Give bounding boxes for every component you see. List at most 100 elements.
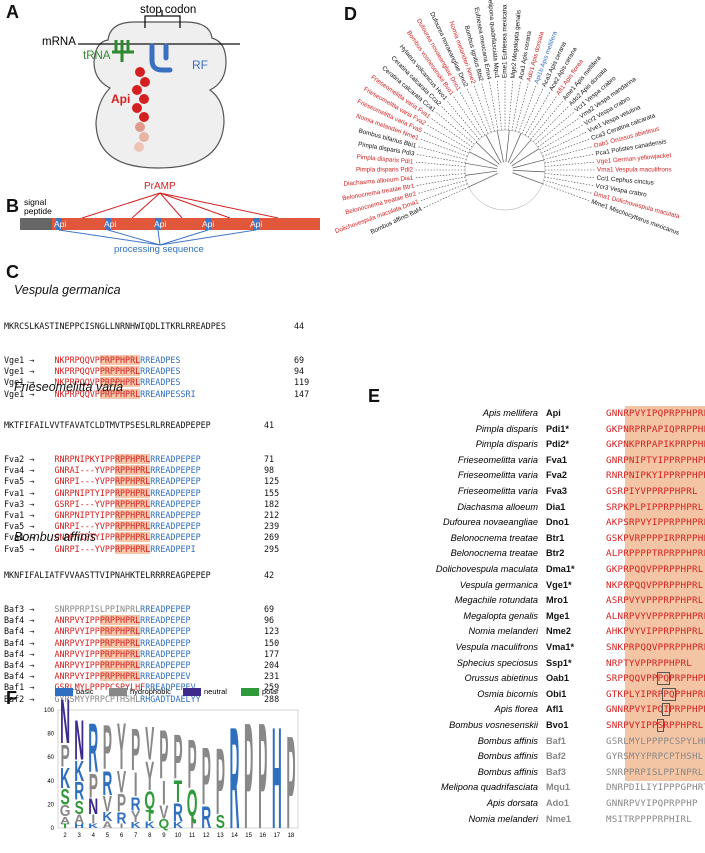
seq-variable: GSRLMYLPPPPCSPYLHF [54,682,146,693]
species-name: Bombus vosnesenskii [449,720,538,730]
species-name: Bombus affinis [477,751,538,762]
api-segment: Api [104,219,117,229]
seq-conserved: RPPHPRL [114,521,151,532]
peptide-code: Dno1 [546,517,569,528]
alignment-row-position: 150 [264,637,280,648]
alignment-row-position: 212 [264,509,280,520]
logo-x-tick: 5 [106,833,110,839]
peptide-sequence: SNRPVYIPPSRPPHPRL [606,719,704,732]
logo-x-tick: 8 [148,833,152,839]
tree-branch [496,80,502,131]
logo-x-tick: 2 [63,833,67,839]
tree-internal-branch [496,130,504,163]
seq-conserved: PRPPHPRL [99,355,141,365]
tree-leaf-label: Eme1 Eufriesea mexicana [502,4,509,78]
tree-branch [423,131,469,154]
peptide-sequence: NRPTYVPPRPPHPRL [606,657,692,669]
seq-conserved: RPPHPRL [114,498,151,509]
panel-d-letter: D [344,4,357,24]
seq-conserved: PRPPHPRL [99,648,141,659]
legend-neutral-swatch [183,688,201,697]
peptide-code: Pdi1* [546,423,569,434]
alignment-row-label: Baf4 → [4,659,40,670]
tree-internal-branch [465,162,498,170]
logo-letter: R [201,801,211,836]
tree-leaf-label: Pimpla disparis Pdi2 [356,167,414,174]
tree-branch [539,124,584,151]
seq-variable: NKPRPQQVP [54,377,100,388]
alignment-row-position: 69 [294,355,305,365]
logo-letter: P [202,732,211,823]
logo-letter: K [88,823,98,830]
seq-variable: GNRPNIPTYIPP [54,532,115,543]
species-name: Melipona quadrifasciata [440,782,538,793]
logo-letter: I [91,812,95,826]
alignment-row-position: 231 [264,671,280,682]
tree-branch [511,81,521,131]
logo-letter: K [60,762,70,794]
seq-conserved: PRPPHPRL [99,626,141,637]
alignment-row-label: Fva5 → [4,521,40,532]
seq-variable: ANRPVYIPP [54,648,100,659]
substitution-box: PQ [662,687,676,701]
seq-processing: RREANPESSRI [140,388,196,399]
peptide-sequence: GKPNKPRPAPIKPRPPHPRL [606,439,705,451]
tree-branch [535,111,575,145]
seq-conserved: RPPHPRL [114,454,151,464]
tree-inner-ring [464,129,546,211]
seq-conserved: PRPPHPRL [99,671,141,682]
peptide-code: Fva1 [546,454,567,465]
tree-branch [420,183,468,202]
alignment-row-label: Fva2 → [4,454,40,464]
ribosome-diagram [78,10,240,169]
species-name: Dufourea novaeangliae [442,517,538,528]
alignment-row-label: Vge1 → [4,366,40,377]
tree-branch [521,88,544,134]
substitution-box: I [662,703,671,717]
tree-branch [543,180,593,194]
tree-branch [417,146,467,160]
panel-f-letter: F [6,688,17,708]
logo-letter: K [131,822,141,830]
logo-letter: A [102,819,113,830]
logo-letter: S [75,797,84,819]
logo-letter: P [258,698,267,850]
logo-x-tick: 18 [288,833,295,839]
seq-variable: ANRPVYIPP [54,615,100,626]
species-name: Pimpla disparis [475,423,538,434]
seq-processing: RREADPEPEP [150,521,201,532]
logo-letter: Y [145,754,154,800]
logo-x-tick: 15 [245,833,252,839]
seq-conserved: PRPPHPRL [99,615,141,626]
peptide-sequence: ALNRPVYVPPPRPPHPRL [606,610,705,622]
logo-letter: T [174,775,183,810]
logo-letter: I [190,815,194,832]
api-segments: Api Api Api Api Api [52,218,312,230]
logo-letter: H [74,823,84,830]
seq-variable: ANRPVYIPP [54,637,100,648]
tree-branch [544,176,594,186]
species-name: Sphecius speciosus [456,657,538,668]
seq-variable: ANRPVYIPP [54,671,100,682]
api-segment: Api [154,219,167,229]
logo-letter: P [286,708,295,850]
tree-branch [542,183,590,202]
peptide-code: Oab1 [546,673,569,684]
peptide-code: Mro1 [546,595,568,606]
species-name: Apis dorsata [486,798,538,808]
species-name: Megalopta genalis [463,610,538,621]
alignment-row-label: Baf4 → [4,648,40,659]
